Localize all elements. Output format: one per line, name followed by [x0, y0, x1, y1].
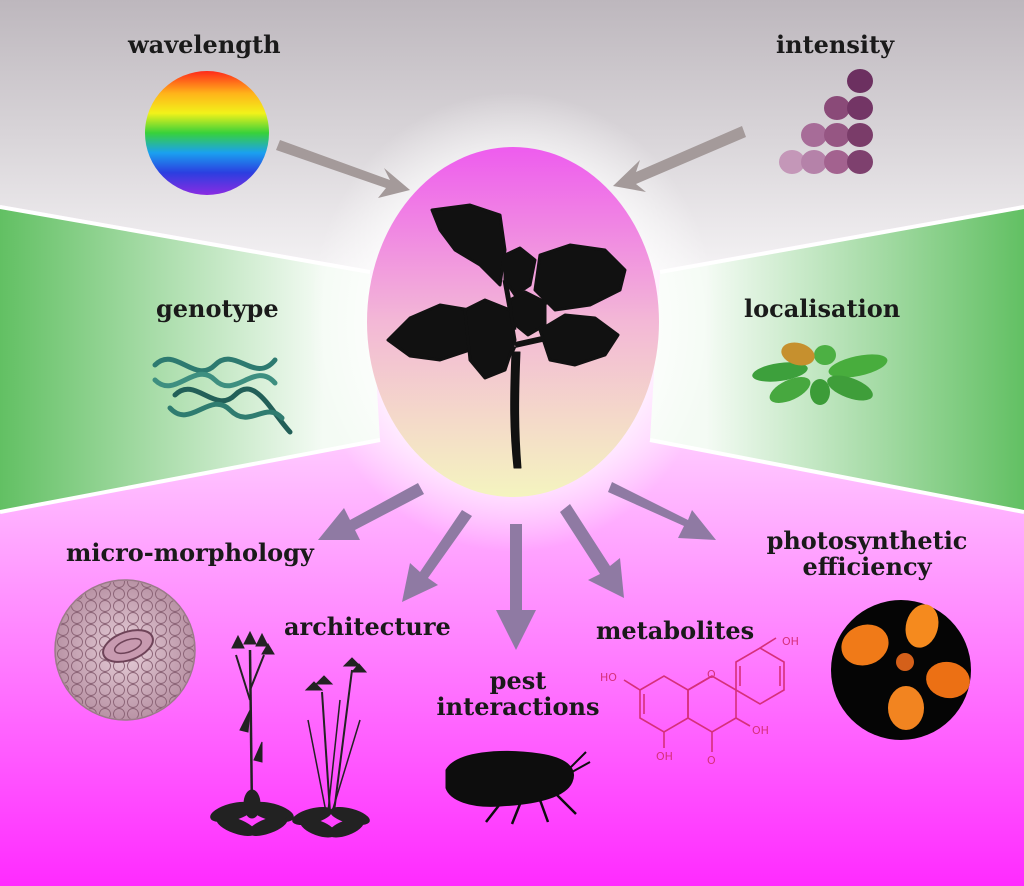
- dna-helix-icon: [152, 356, 293, 435]
- label-genotype: genotype: [156, 294, 279, 323]
- chem-oxygen: O: [707, 754, 716, 767]
- chem-oh-top-right: OH: [782, 635, 799, 648]
- arrow-intensity: [613, 126, 746, 192]
- chem-ring-oxygen: O: [707, 668, 716, 681]
- rosette-leaves-icon: [752, 342, 888, 405]
- label-pest-interactions: pest interactions: [418, 666, 618, 722]
- microscopy-section-icon: [54, 579, 196, 721]
- flowering-plants-icon: [210, 630, 370, 838]
- chem-oh-left: HO: [600, 671, 617, 684]
- arrow-photosynthetic: [608, 482, 716, 540]
- rainbow-sphere-icon: [145, 71, 269, 195]
- arrow-architecture: [402, 510, 472, 602]
- green-band-left: [0, 207, 380, 512]
- fluorescence-plant-icon: [831, 600, 971, 740]
- flavonoid-structure-icon: [623, 637, 785, 752]
- chem-oh-right: OH: [752, 724, 769, 737]
- plant-silhouette-icon: [386, 203, 627, 469]
- input-arrows: [276, 126, 746, 198]
- arrow-pest-interactions: [496, 524, 536, 650]
- output-arrows: [318, 482, 716, 650]
- arrow-metabolites: [560, 504, 624, 598]
- label-photo-line2: efficiency: [802, 552, 932, 582]
- label-photo-line1: photosynthetic: [766, 526, 968, 555]
- label-intensity: intensity: [776, 30, 895, 59]
- label-micro-morphology: micro-morphology: [66, 538, 314, 567]
- label-wavelength: wavelength: [128, 30, 281, 59]
- label-pest-line2: interactions: [436, 692, 600, 722]
- arrow-micro-morphology: [318, 483, 424, 540]
- label-pest-line1: pest: [489, 666, 547, 695]
- chem-oh-bottom: OH: [656, 750, 673, 763]
- insect-silhouette-icon: [445, 750, 591, 825]
- green-band-right: [650, 207, 1024, 512]
- label-metabolites: metabolites: [596, 616, 755, 645]
- label-localisation: localisation: [744, 294, 901, 323]
- arrow-wavelength: [276, 140, 410, 198]
- stacked-dots-icon: [779, 69, 873, 174]
- label-architecture: architecture: [284, 612, 451, 641]
- label-photosynthetic-efficiency: photosynthetic efficiency: [762, 526, 972, 582]
